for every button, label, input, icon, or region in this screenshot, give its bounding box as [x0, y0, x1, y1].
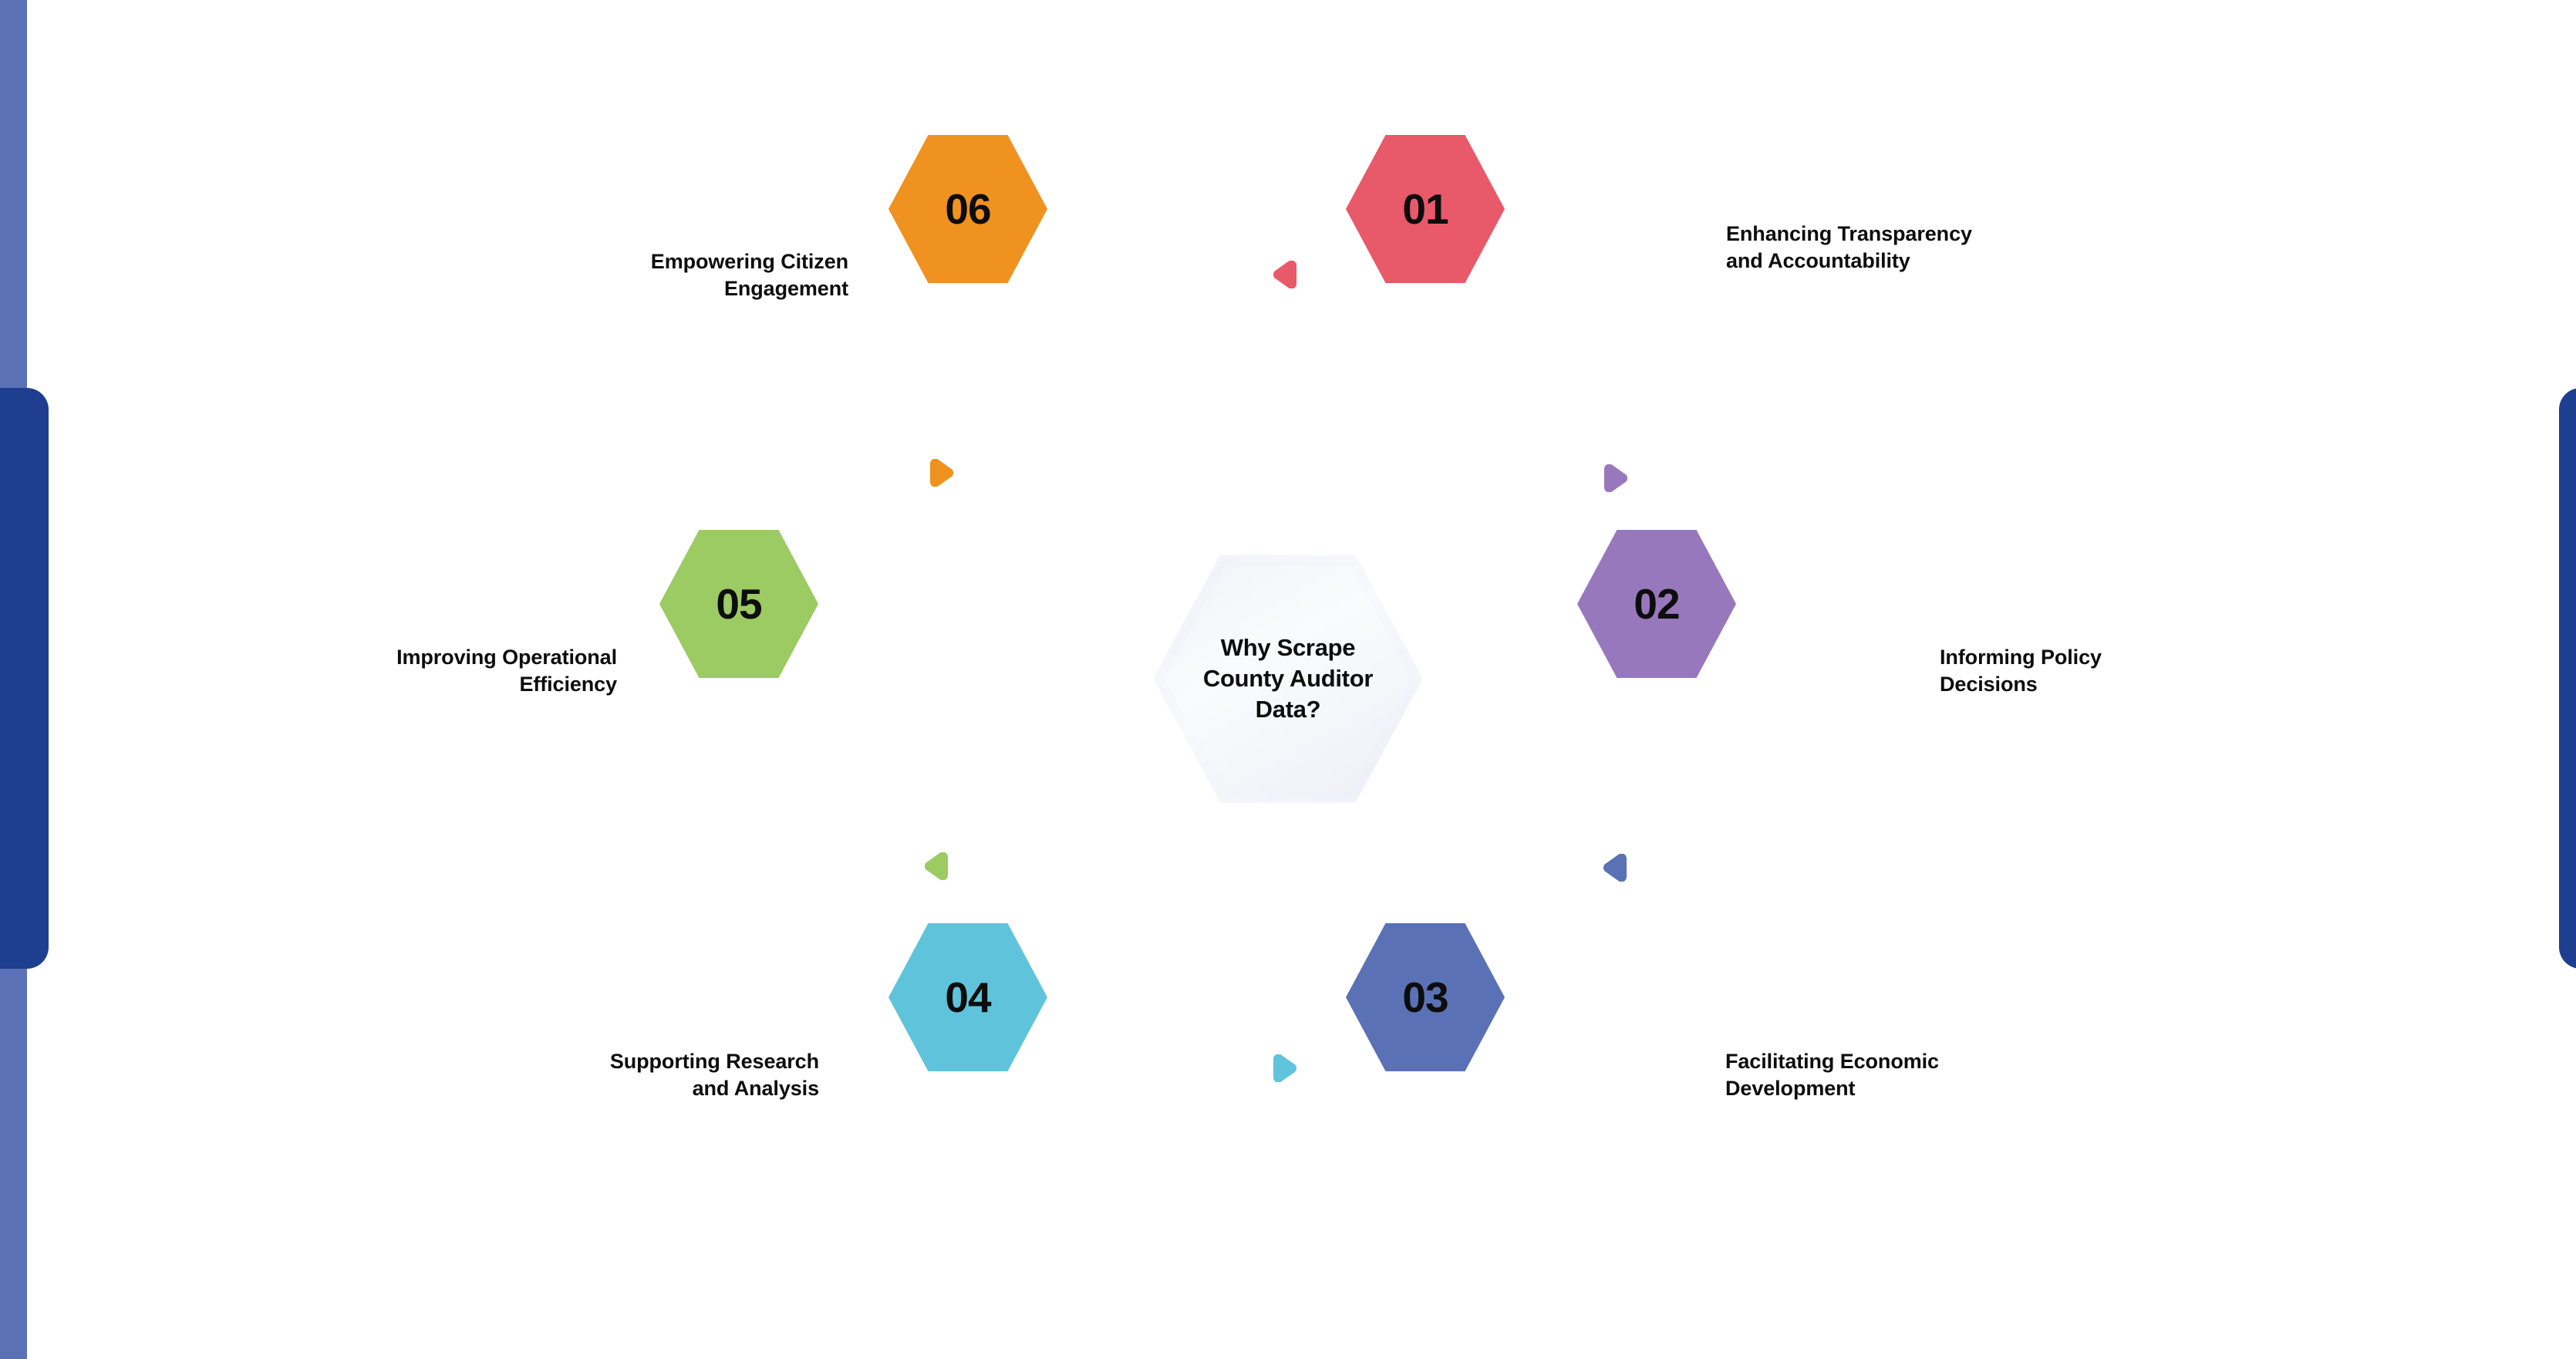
node-label-01: Enhancing Transparency and Accountabilit…	[1726, 221, 2266, 274]
connector-02-triangle	[1602, 464, 1628, 492]
hexagon-node-01[interactable]: 01	[1346, 134, 1505, 284]
hexagon-node-04[interactable]: 04	[888, 922, 1047, 1072]
hexagon-node-03[interactable]: 03	[1346, 922, 1505, 1072]
hexagon-number-04: 04	[945, 973, 991, 1021]
triangle-left-icon	[1273, 261, 1296, 288]
center-title-line-2: County Auditor	[1202, 665, 1374, 693]
hexagon-node-02[interactable]: 02	[1577, 529, 1736, 679]
connector-06-triangle	[928, 459, 954, 487]
hexagon-number-02: 02	[1634, 579, 1680, 628]
node-label-06-line-1: Empowering Citizen	[650, 250, 848, 273]
triangle-left-icon	[925, 852, 948, 880]
connector-04-triangle	[1271, 1054, 1297, 1082]
node-label-05: Improving Operational Efficiency	[15, 644, 617, 697]
node-label-02-line-2: Decisions	[1940, 672, 2038, 696]
node-label-01-line-1: Enhancing Transparency	[1726, 222, 1972, 245]
center-hexagon-title: Why Scrape County Auditor Data?	[1192, 632, 1384, 724]
node-label-03-line-2: Development	[1725, 1076, 1856, 1100]
node-label-06-line-2: Engagement	[723, 276, 848, 300]
node-label-04-line-1: Supporting Research	[609, 1050, 819, 1073]
node-label-02: Informing Policy Decisions	[1940, 644, 2402, 697]
node-label-03: Facilitating Economic Development	[1725, 1048, 2265, 1101]
connector-03-triangle	[1603, 854, 1629, 882]
node-label-04: Supporting Research and Analysis	[202, 1048, 819, 1101]
center-title-line-1: Why Scrape	[1220, 634, 1356, 662]
hexagon-number-01: 01	[1402, 184, 1448, 233]
node-label-06: Empowering Citizen Engagement	[224, 248, 848, 302]
center-title-line-3: Data?	[1255, 695, 1321, 723]
triangle-right-icon	[1604, 464, 1627, 492]
connector-05-triangle	[924, 852, 950, 880]
node-label-05-line-2: Efficiency	[519, 672, 617, 696]
hexagon-number-06: 06	[945, 184, 991, 233]
connector-01-triangle	[1273, 261, 1299, 288]
node-label-03-line-1: Facilitating Economic	[1725, 1050, 1939, 1073]
right-edge-tab	[2559, 388, 2576, 969]
triangle-right-icon	[930, 459, 953, 487]
triangle-right-icon	[1273, 1054, 1296, 1082]
hexagon-number-03: 03	[1402, 973, 1448, 1021]
hexagon-node-06[interactable]: 06	[888, 134, 1047, 284]
hexagon-number-05: 05	[716, 579, 762, 628]
center-hexagon: Why Scrape County Auditor Data?	[1153, 555, 1423, 803]
hexagon-node-05[interactable]: 05	[659, 529, 818, 679]
node-label-05-line-1: Improving Operational	[396, 646, 617, 669]
left-edge-tab	[0, 388, 49, 969]
node-label-01-line-2: and Accountability	[1726, 248, 1910, 272]
triangle-left-icon	[1603, 854, 1627, 882]
node-label-02-line-1: Informing Policy	[1940, 646, 2102, 669]
node-label-04-line-2: and Analysis	[692, 1076, 819, 1100]
